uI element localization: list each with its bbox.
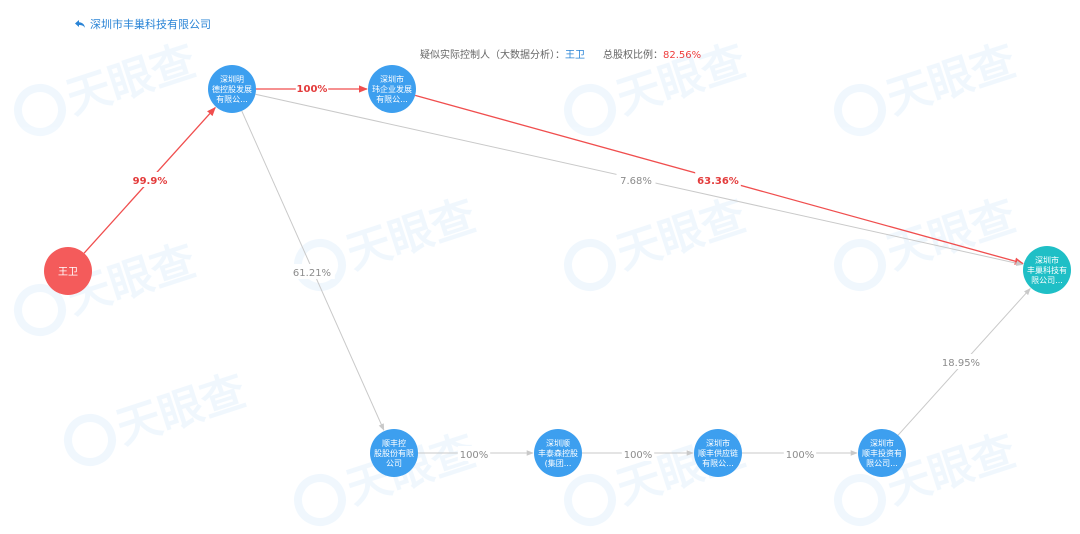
node-fengchao[interactable]: 深圳市丰巢科技有限公司... (1023, 246, 1071, 294)
node-label-line: 有限公... (702, 458, 734, 468)
svg-text:天眼查: 天眼查 (60, 35, 201, 124)
edge-label-bg (695, 172, 741, 187)
node-sf_taisen[interactable]: 深圳顺丰泰森控股(集团... (534, 429, 582, 477)
edge-label-bg (130, 172, 170, 187)
edge-label-bg (783, 446, 817, 461)
watermark-logo: 天眼查 (564, 190, 752, 291)
back-link[interactable]: 深圳市丰巢科技有限公司 (74, 16, 211, 32)
edge-label: 100% (460, 450, 489, 461)
svg-text:天眼查: 天眼查 (610, 35, 751, 124)
edge-label-bg (621, 446, 655, 461)
node-wangwei[interactable]: 王卫 (44, 247, 92, 295)
node-circle (534, 429, 582, 477)
node-label-line: 限公司... (866, 459, 898, 468)
edge-label: 18.95% (942, 358, 980, 369)
node-label-line: 丰泰森控股 (538, 448, 578, 458)
node-label-line: 有限公... (216, 94, 248, 104)
edge-label-bg (289, 264, 335, 279)
controller-label: 疑似实际控制人（大数据分析）： (420, 50, 565, 61)
edge-label: 100% (624, 450, 653, 461)
node-label-line: 王卫 (58, 267, 78, 278)
node-sf_invest[interactable]: 深圳市顺丰投资有限公司... (858, 429, 906, 477)
node-circle (858, 429, 906, 477)
node-circle (370, 429, 418, 477)
edge-label: 100% (786, 450, 815, 461)
back-arrow-icon (75, 20, 85, 28)
watermark-logo: 天眼查 (14, 235, 202, 336)
controller-name[interactable]: 王卫 (565, 50, 585, 61)
node-sf_supply[interactable]: 深圳市顺丰供应链有限公... (694, 429, 742, 477)
node-weihua[interactable]: 深圳市玮企业发展有限公... (368, 65, 416, 113)
node-label-line: 深圳市 (1035, 255, 1059, 265)
svg-text:天眼查: 天眼查 (880, 190, 1021, 279)
edge-layer: 99.9% 100% 63.36% 7.68% 61.21% 100% 100% 100% 18… (83, 80, 1031, 461)
node-mingde[interactable]: 深圳明德控股发展有限公... (208, 65, 256, 113)
node-label-line: 深圳市 (870, 438, 894, 448)
node-label-line: 丰巢科技有 (1027, 265, 1067, 275)
edge-label-bg (616, 172, 656, 187)
node-label-line: 深圳市 (380, 74, 404, 84)
edge-label-bg (295, 80, 329, 95)
node-label-line: 股股份有限 (374, 448, 414, 458)
node-label-line: 顺丰投资有 (862, 448, 902, 458)
svg-text:天眼查: 天眼查 (110, 365, 251, 454)
edge-label-bg (457, 446, 491, 461)
total-ratio-label: 总股权比例： (603, 50, 663, 61)
node-layer: 王卫深圳明德控股发展有限公...深圳市玮企业发展有限公...深圳市丰巢科技有限公… (44, 65, 1071, 477)
node-label-line: 公司 (386, 459, 402, 468)
svg-text:天眼查: 天眼查 (880, 425, 1021, 514)
watermark-logo: 天眼查 (14, 35, 202, 136)
watermark-logo: 天眼查 (294, 190, 482, 291)
node-label-line: 有限公... (376, 94, 408, 104)
svg-text:天眼查: 天眼查 (610, 190, 751, 279)
node-label-line: 玮企业发展 (372, 84, 412, 94)
node-label-line: 深圳顺 (546, 438, 570, 448)
node-circle (694, 429, 742, 477)
edge-label: 61.21% (293, 268, 331, 279)
edge-label: 63.36% (697, 176, 739, 187)
edge-label: 99.9% (133, 176, 168, 187)
node-label-line: (集团... (545, 458, 572, 468)
svg-text:天眼查: 天眼查 (880, 35, 1021, 124)
total-ratio-value: 82.56% (663, 50, 702, 61)
watermark-logo: 天眼查 (834, 35, 1022, 136)
controller-summary: 疑似实际控制人（大数据分析）：王卫 总股权比例：82.56% (420, 46, 701, 61)
node-circle (1023, 246, 1071, 294)
edge-label: 7.68% (620, 176, 652, 187)
edge-label: 100% (297, 84, 328, 95)
watermark-logo: 天眼查 (564, 35, 752, 136)
node-label-line: 深圳市 (706, 438, 730, 448)
node-circle (44, 247, 92, 295)
edge-label-bg (938, 354, 984, 369)
node-label-line: 顺丰控 (382, 438, 406, 448)
svg-text:天眼查: 天眼查 (340, 190, 481, 279)
node-label-line: 顺丰供应链 (698, 448, 738, 458)
watermark-logo: 天眼查 (834, 425, 1022, 526)
node-label-line: 限公司... (1031, 276, 1063, 285)
node-label-line: 深圳明 (220, 74, 244, 84)
watermark-logo: 天眼查 (64, 365, 252, 466)
node-label-line: 德控股发展 (212, 84, 252, 94)
back-link-text: 深圳市丰巢科技有限公司 (90, 18, 211, 31)
node-circle (208, 65, 256, 113)
node-circle (368, 65, 416, 113)
